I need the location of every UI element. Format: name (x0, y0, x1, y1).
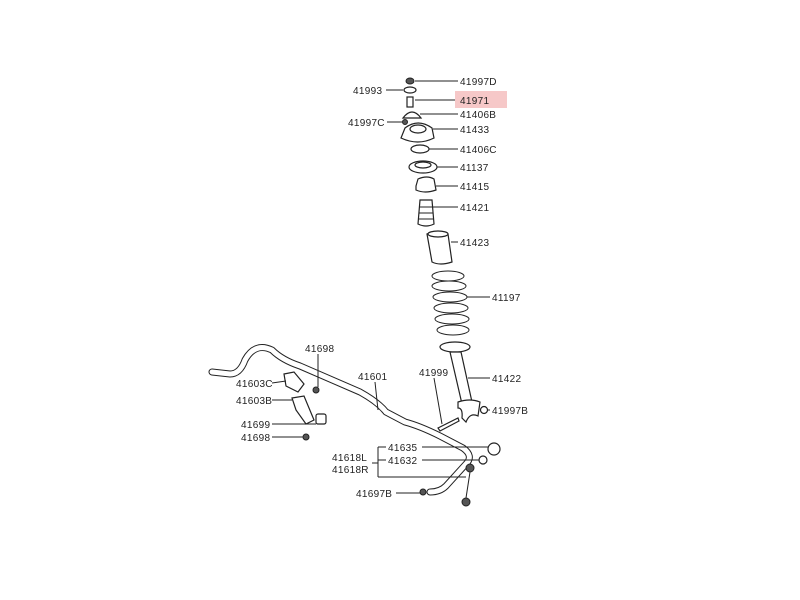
leader-lines (271, 80, 490, 494)
label-41603B[interactable]: 41603B (236, 396, 272, 407)
label-41601[interactable]: 41601 (358, 372, 387, 383)
label-41406B[interactable]: 41406B (460, 110, 496, 121)
highlight-41971 (455, 91, 507, 108)
label-41971[interactable]: 41971 (460, 96, 489, 107)
label-41997D[interactable]: 41997D (460, 77, 497, 88)
label-41997B[interactable]: 41997B (492, 406, 528, 417)
label-41406C[interactable]: 41406C (460, 145, 497, 156)
label-41423[interactable]: 41423 (460, 238, 489, 249)
label-41422[interactable]: 41422 (492, 374, 521, 385)
label-41618L[interactable]: 41618L (332, 453, 367, 464)
label-41635[interactable]: 41635 (388, 443, 417, 454)
label-41997C[interactable]: 41997C (348, 118, 385, 129)
label-41999[interactable]: 41999 (419, 368, 448, 379)
label-41698-lower[interactable]: 41698 (241, 433, 270, 444)
label-41433[interactable]: 41433 (460, 125, 489, 136)
label-41698-upper[interactable]: 41698 (305, 344, 334, 355)
label-41699[interactable]: 41699 (241, 420, 270, 431)
label-41993[interactable]: 41993 (353, 86, 382, 97)
label-41697B[interactable]: 41697B (356, 489, 392, 500)
part-labels: 41997D 41993 41971 41406B 41997C 41433 4… (236, 77, 528, 500)
label-41137[interactable]: 41137 (460, 163, 489, 174)
label-41632[interactable]: 41632 (388, 456, 417, 467)
label-41618R[interactable]: 41618R (332, 465, 369, 476)
label-41197[interactable]: 41197 (492, 293, 521, 304)
label-41421[interactable]: 41421 (460, 203, 489, 214)
label-41415[interactable]: 41415 (460, 182, 489, 193)
label-41603C[interactable]: 41603C (236, 379, 273, 390)
